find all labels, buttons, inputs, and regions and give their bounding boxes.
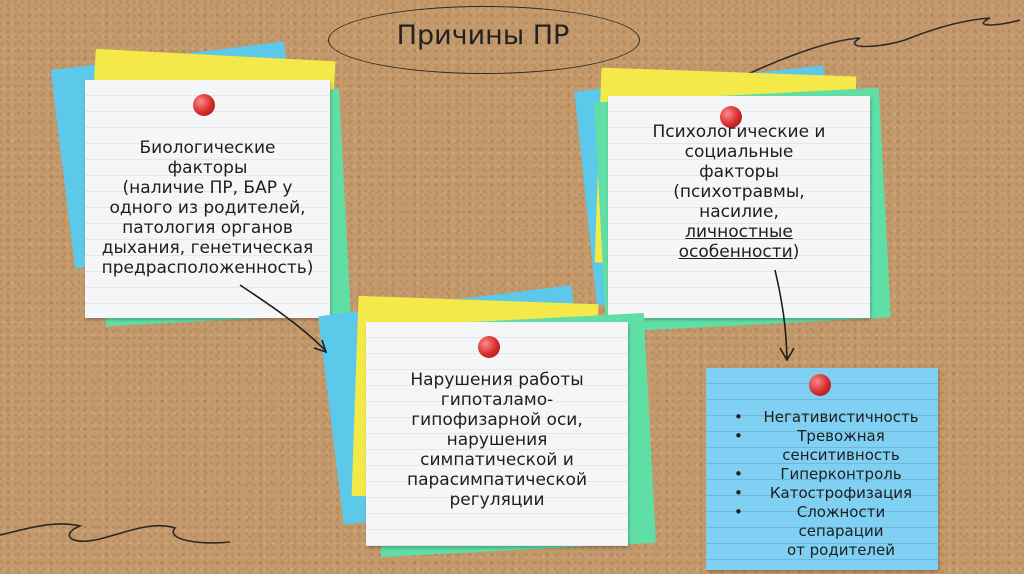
arrow-head-icon: [313, 339, 328, 354]
traits-list: Негативистичность Тревожнаясенситивность…: [726, 408, 928, 560]
text-line: факторы: [699, 162, 779, 182]
pin-icon: [720, 106, 742, 128]
pin-icon: [193, 94, 215, 116]
note-hpa-axis: Нарушения работы гипоталамо- гипофизарно…: [366, 322, 628, 546]
text-line: дыхания, генетическая: [101, 238, 314, 258]
text-line: личностные: [608, 222, 870, 242]
text-line: гипофизарной оси,: [411, 410, 583, 430]
list-item-text: от родителей: [786, 541, 896, 559]
list-item: Катострофизация: [726, 484, 928, 503]
list-item-text: Гиперконтроль: [780, 465, 902, 483]
list-item-text: Негативистичность: [763, 408, 919, 426]
note-biological-text: Биологические факторы (наличие ПР, БАР у…: [85, 138, 330, 278]
text-line: Нарушения работы: [410, 370, 584, 390]
list-item: Негативистичность: [726, 408, 928, 427]
text-line: Психологические и: [652, 122, 826, 142]
text-line: факторы: [167, 158, 248, 178]
list-item: Гиперконтроль: [726, 465, 928, 484]
note-psychological-text: Психологические и социальные факторы (пс…: [608, 122, 870, 262]
text-line: одного из родителей,: [109, 198, 306, 218]
scribble-bottom-left: [0, 523, 231, 544]
text-line: (наличие ПР, БАР у: [122, 178, 293, 198]
note-traits: Негативистичность Тревожнаясенситивность…: [706, 368, 938, 570]
text-line: симпатической и: [420, 450, 574, 470]
text-line: гипоталамо-: [440, 390, 554, 410]
note-hpa-text: Нарушения работы гипоталамо- гипофизарно…: [366, 370, 628, 510]
text-line: регуляции: [449, 490, 545, 510]
text-line: патология органов: [122, 218, 293, 238]
pin-icon: [478, 336, 500, 358]
list-item-text: Сложности сепарации: [796, 503, 886, 540]
scribble-top-right: [747, 17, 1021, 75]
text-line: нарушения: [446, 430, 548, 450]
text-line: предрасположенность): [101, 258, 314, 278]
title-ellipse: [328, 6, 640, 74]
arrow-psy-to-traits: [774, 269, 788, 359]
list-item-text: Тревожная: [797, 427, 885, 445]
note-biological: Биологические факторы (наличие ПР, БАР у…: [85, 80, 330, 318]
page-title: Причины ПР: [396, 20, 570, 51]
underlined-text: особенности: [678, 242, 793, 262]
closing-paren: ): [792, 242, 800, 262]
text-line: парасимпатической: [406, 470, 587, 490]
pin-icon: [809, 374, 831, 396]
arrow-head-icon: [779, 347, 795, 362]
list-item-text: Катострофизация: [769, 484, 913, 502]
text-line: социальные: [684, 142, 794, 162]
arrow-bio-to-hpa: [239, 284, 326, 351]
underlined-text: личностные: [685, 222, 793, 242]
text-line: насилие,: [699, 202, 779, 222]
text-line: (психотравмы,: [673, 182, 805, 202]
text-line: Биологические: [139, 138, 276, 158]
text-line: особенности): [608, 242, 870, 262]
note-psychological: Психологические и социальные факторы (пс…: [608, 96, 870, 318]
list-item-text: сенситивность: [782, 446, 900, 464]
